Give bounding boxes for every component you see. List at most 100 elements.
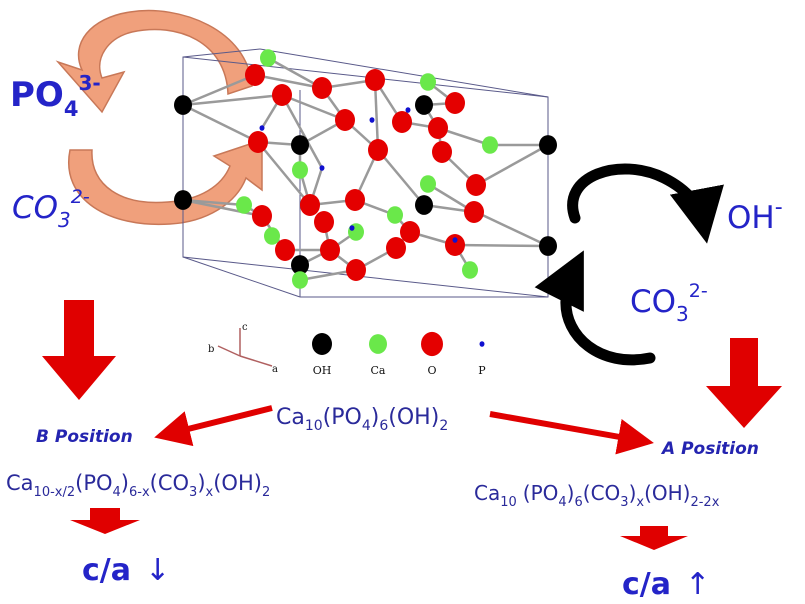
ion-label-oh: OH-: [727, 195, 783, 236]
central-formula: Ca10(PO4)6(OH)2: [276, 405, 448, 434]
calcium-atom: [264, 227, 280, 245]
oxygen-atom: [466, 174, 486, 196]
oxygen-atom: [464, 201, 484, 223]
arrow-to-b-position: [154, 405, 273, 447]
bond: [454, 243, 549, 248]
phosphorus-atom: [259, 125, 265, 131]
bond: [280, 94, 324, 169]
phosphorus-atom: [369, 117, 375, 123]
calcium-atom: [292, 271, 308, 289]
legend-label-ca: Ca: [371, 364, 386, 377]
left-down-arrow: [42, 300, 116, 400]
oxygen-atom: [432, 141, 452, 163]
salmon-arrow-top: [55, 9, 253, 114]
bond: [182, 73, 256, 107]
b-trend-arrow: ↓: [145, 553, 170, 588]
ion-label-po4: PO43-: [10, 71, 101, 121]
legend-label-oh: OH: [313, 364, 332, 377]
oxygen-atom: [392, 111, 412, 133]
legend-swatch-o: [421, 331, 443, 357]
cell-edge: [182, 48, 261, 58]
phosphorus-atom: [452, 237, 458, 243]
bond: [373, 79, 380, 151]
oxygen-atom: [445, 234, 465, 256]
bond: [267, 56, 323, 90]
phosphorus-atom: [405, 107, 411, 113]
a-position-formula: Ca10(PO4)6(CO3)x(OH)2-2x: [474, 481, 720, 510]
oxygen-atom: [252, 205, 272, 227]
bond: [475, 143, 549, 187]
oxygen-atom: [345, 189, 365, 211]
hydroxide-atom: [174, 95, 192, 115]
a-ratio-label: c/a↑: [622, 567, 710, 602]
ion-label-co3-right: CO32-: [630, 280, 708, 326]
hydroxide-atom: [174, 190, 192, 210]
b-position-formula: Ca10-x/2(PO4)6-x(CO3)x(OH)2: [6, 471, 270, 500]
cell-edge: [182, 256, 301, 298]
phosphorus-atom: [349, 225, 355, 231]
oxygen-atom: [335, 109, 355, 131]
calcium-atom: [462, 261, 478, 279]
bond: [182, 198, 245, 207]
hydroxide-atom: [291, 135, 309, 155]
atom-legend: OH Ca O P: [312, 331, 486, 377]
oxygen-atom: [248, 131, 268, 153]
oxygen-atom: [386, 237, 406, 259]
bond: [377, 149, 425, 206]
oxygen-atom: [365, 69, 385, 91]
b-ratio-label: c/a↓: [82, 553, 170, 588]
hydroxide-atom: [539, 135, 557, 155]
legend-swatch-oh: [312, 333, 332, 355]
hydroxide-atom: [539, 236, 557, 256]
oxygen-atom: [312, 77, 332, 99]
calcium-atom: [236, 196, 252, 214]
calcium-atom: [387, 206, 403, 224]
oxygen-atom: [320, 239, 340, 261]
bond: [182, 103, 259, 144]
black-arrow-top: [567, 163, 724, 244]
calcium-atom: [420, 73, 436, 91]
oxygen-atom: [275, 239, 295, 261]
oxygen-atom: [368, 139, 388, 161]
bond: [475, 210, 549, 248]
oxygen-atom: [272, 84, 292, 106]
bond: [182, 198, 263, 218]
a-trend-arrow: ↑: [685, 567, 710, 602]
phosphorus-atom: [319, 165, 325, 171]
hydroxide-atom: [415, 95, 433, 115]
hydroxide-atom: [291, 255, 309, 275]
legend-label-p: P: [478, 364, 486, 377]
bond: [281, 93, 346, 122]
arrow-to-a-position: [489, 411, 654, 455]
oxygen-atom: [428, 117, 448, 139]
b-small-down-arrow: [70, 508, 140, 534]
calcium-atom: [420, 175, 436, 193]
oxygen-atom: [445, 92, 465, 114]
oxygen-atom: [314, 211, 334, 233]
oxygen-atom: [245, 64, 265, 86]
oxygen-atom: [400, 221, 420, 243]
legend-swatch-p: [479, 341, 485, 347]
calcium-atom: [292, 161, 308, 179]
axis-label-c: c: [242, 322, 248, 333]
oxygen-atom: [300, 194, 320, 216]
bond: [182, 93, 283, 107]
calcium-atom: [482, 136, 498, 154]
legend-label-o: O: [427, 364, 436, 377]
b-position-label: B Position: [36, 427, 133, 447]
legend-swatch-ca: [369, 334, 387, 354]
bond: [254, 73, 323, 90]
salmon-arrow-bottom: [67, 138, 263, 226]
oxygen-atom: [346, 259, 366, 281]
black-arrow-bottom: [534, 250, 656, 366]
cell-edge: [259, 48, 549, 98]
black-cycle-arrows: [534, 163, 724, 366]
right-down-arrow: [706, 338, 782, 428]
axes-triad: c a b: [208, 322, 278, 375]
calcium-atom: [260, 49, 276, 67]
calcium-atom: [348, 223, 364, 241]
a-position-label: A Position: [660, 439, 759, 459]
axis-label-b: b: [208, 344, 214, 355]
a-small-down-arrow: [620, 526, 688, 550]
